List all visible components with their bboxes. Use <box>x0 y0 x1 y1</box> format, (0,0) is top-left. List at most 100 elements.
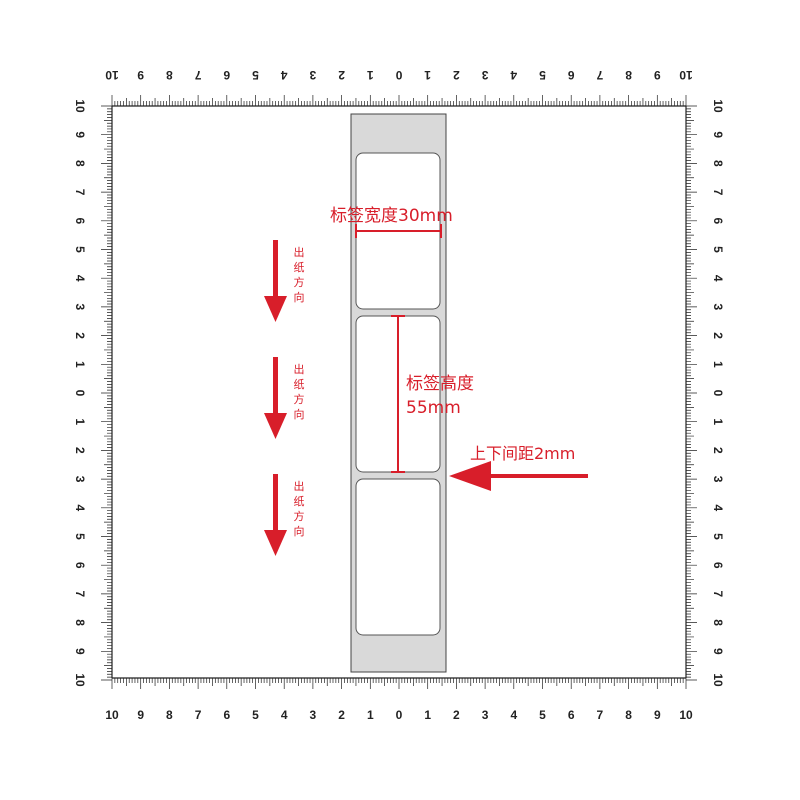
feed-direction-char: 向 <box>294 290 305 304</box>
ruler-right-label: 10 <box>711 673 725 687</box>
ruler-bottom-label: 2 <box>453 708 460 722</box>
down-arrow-shaft <box>273 240 278 298</box>
ruler-right-label: 6 <box>711 562 725 569</box>
feed-direction-char: 方 <box>294 392 305 406</box>
gap-callout: 上下间距2mm <box>449 444 588 491</box>
ruler-right-label: 5 <box>711 533 725 540</box>
ruler-bottom-label: 0 <box>396 708 403 722</box>
ruler-bottom-label: 7 <box>195 708 202 722</box>
ruler-bottom-label: 4 <box>510 708 517 722</box>
ruler-right-ticks <box>686 105 697 681</box>
feed-direction-char: 向 <box>294 524 305 538</box>
ruler-left-label: 8 <box>73 619 87 626</box>
ruler-right-label: 9 <box>711 648 725 655</box>
ruler-left-label: 9 <box>73 648 87 655</box>
gap-arrow-icon <box>449 461 491 491</box>
down-arrow-icon <box>264 413 287 439</box>
ruler-right-label: 2 <box>711 447 725 454</box>
ruler-top-label: 1 <box>424 68 431 82</box>
ruler-left-label: 8 <box>73 160 87 167</box>
ruler-top-label: 10 <box>105 68 119 82</box>
ruler-bottom-label: 9 <box>137 708 144 722</box>
ruler-right-label: 1 <box>711 361 725 368</box>
ruler-top-label: 6 <box>223 68 230 82</box>
ruler-bottom-label: 2 <box>338 708 345 722</box>
label-width-text: 标签宽度30mm <box>330 206 453 226</box>
ruler-bottom-label: 6 <box>223 708 230 722</box>
feed-direction-char: 向 <box>294 407 305 421</box>
ruler-left-label: 1 <box>73 361 87 368</box>
ruler-ticks <box>101 95 697 689</box>
ruler-top-label: 6 <box>568 68 575 82</box>
ruler-bottom-label: 8 <box>625 708 632 722</box>
ruler-top-ticks <box>111 95 687 106</box>
ruler-left-label: 9 <box>73 131 87 138</box>
ruler-left-label: 4 <box>73 504 87 511</box>
gap-text: 上下间距2mm <box>470 444 575 463</box>
ruler-top-label: 8 <box>166 68 173 82</box>
ruler-left-label: 7 <box>73 591 87 598</box>
ruler-top-label: 10 <box>679 68 693 82</box>
ruler-bottom-ticks <box>111 678 687 689</box>
ruler-top-label: 9 <box>654 68 661 82</box>
ruler-bottom-label: 9 <box>654 708 661 722</box>
ruler-right-label: 7 <box>711 189 725 196</box>
feed-direction-char: 出 <box>294 362 305 376</box>
ruler-top-label: 3 <box>309 68 316 82</box>
ruler-top-label: 4 <box>281 68 288 82</box>
width-dimension: 标签宽度30mm <box>330 206 453 238</box>
ruler-right-label: 4 <box>711 504 725 511</box>
ruler-top-label: 9 <box>137 68 144 82</box>
ruler-right-label: 10 <box>711 99 725 113</box>
ruler-top-label: 2 <box>453 68 460 82</box>
ruler-bottom-label: 7 <box>597 708 604 722</box>
ruler-right-label: 5 <box>711 246 725 253</box>
ruler-right-label: 3 <box>711 304 725 311</box>
label-height-text-line1: 标签高度 <box>406 374 474 394</box>
ruler-left-label: 5 <box>73 533 87 540</box>
feed-direction-char: 纸 <box>294 378 305 391</box>
ruler-right-label: 1 <box>711 418 725 425</box>
down-arrow-icon <box>264 296 287 322</box>
ruler-left-label: 4 <box>73 275 87 282</box>
height-dimension: 标签高度 55mm <box>391 315 474 473</box>
ruler-right-label: 0 <box>711 390 725 397</box>
ruler-top-label: 5 <box>252 68 259 82</box>
ruler-bottom-label: 3 <box>310 708 317 722</box>
ruler-bottom-label: 5 <box>539 708 546 722</box>
down-arrow-icon <box>264 530 287 556</box>
ruler-bottom-label: 3 <box>482 708 489 722</box>
ruler-top-label: 7 <box>194 68 201 82</box>
ruler-bottom-label: 1 <box>367 708 374 722</box>
ruler-top-label: 3 <box>481 68 488 82</box>
label-height-text-line2: 55mm <box>406 398 461 418</box>
ruler-left-ticks <box>101 105 112 681</box>
ruler-right-label: 7 <box>711 591 725 598</box>
ruler-bottom-label: 6 <box>568 708 575 722</box>
feed-direction-char: 方 <box>294 509 305 523</box>
ruler-right-label: 3 <box>711 476 725 483</box>
ruler-left-label: 0 <box>73 390 87 397</box>
ruler-left-label: 2 <box>73 447 87 454</box>
feed-direction-char: 出 <box>294 245 305 259</box>
down-arrow-shaft <box>273 474 278 532</box>
ruler-right-label: 8 <box>711 619 725 626</box>
ruler-left-label: 1 <box>73 418 87 425</box>
ruler-right-label: 8 <box>711 160 725 167</box>
ruler-top-label: 2 <box>338 68 345 82</box>
ruler-left-label: 3 <box>73 476 87 483</box>
ruler-left-label: 3 <box>73 304 87 311</box>
ruler-right-label: 9 <box>711 131 725 138</box>
ruler-bottom-label: 5 <box>252 708 259 722</box>
ruler-bottom-label: 10 <box>679 708 693 722</box>
ruler-left-label: 5 <box>73 246 87 253</box>
ruler-left-label: 2 <box>73 332 87 339</box>
ruler-left-label: 6 <box>73 217 87 224</box>
feed-direction-char: 方 <box>294 275 305 289</box>
